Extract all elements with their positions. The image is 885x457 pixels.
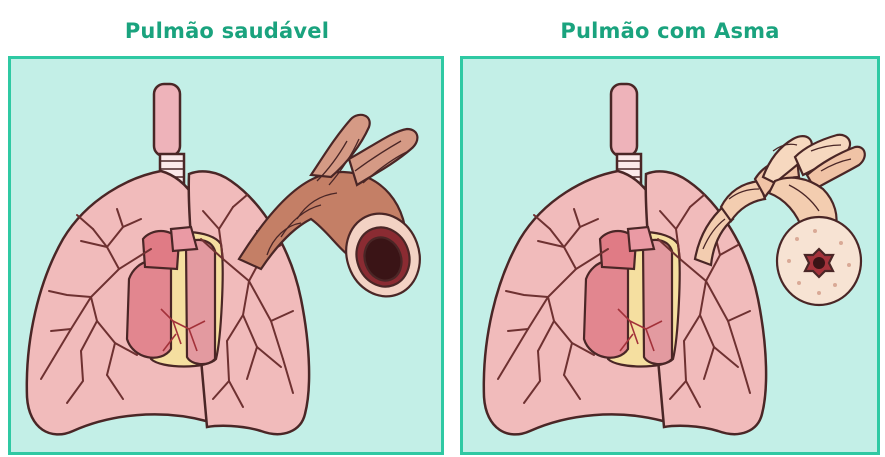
healthy-lung-panel xyxy=(8,56,444,455)
healthy-lung-illustration xyxy=(11,59,441,452)
asthma-lung-title: Pulmão com Asma xyxy=(460,14,880,48)
asthma-lung-panel xyxy=(460,56,880,455)
healthy-lung-title: Pulmão saudável xyxy=(12,14,442,48)
asthma-lung-illustration xyxy=(463,59,877,452)
